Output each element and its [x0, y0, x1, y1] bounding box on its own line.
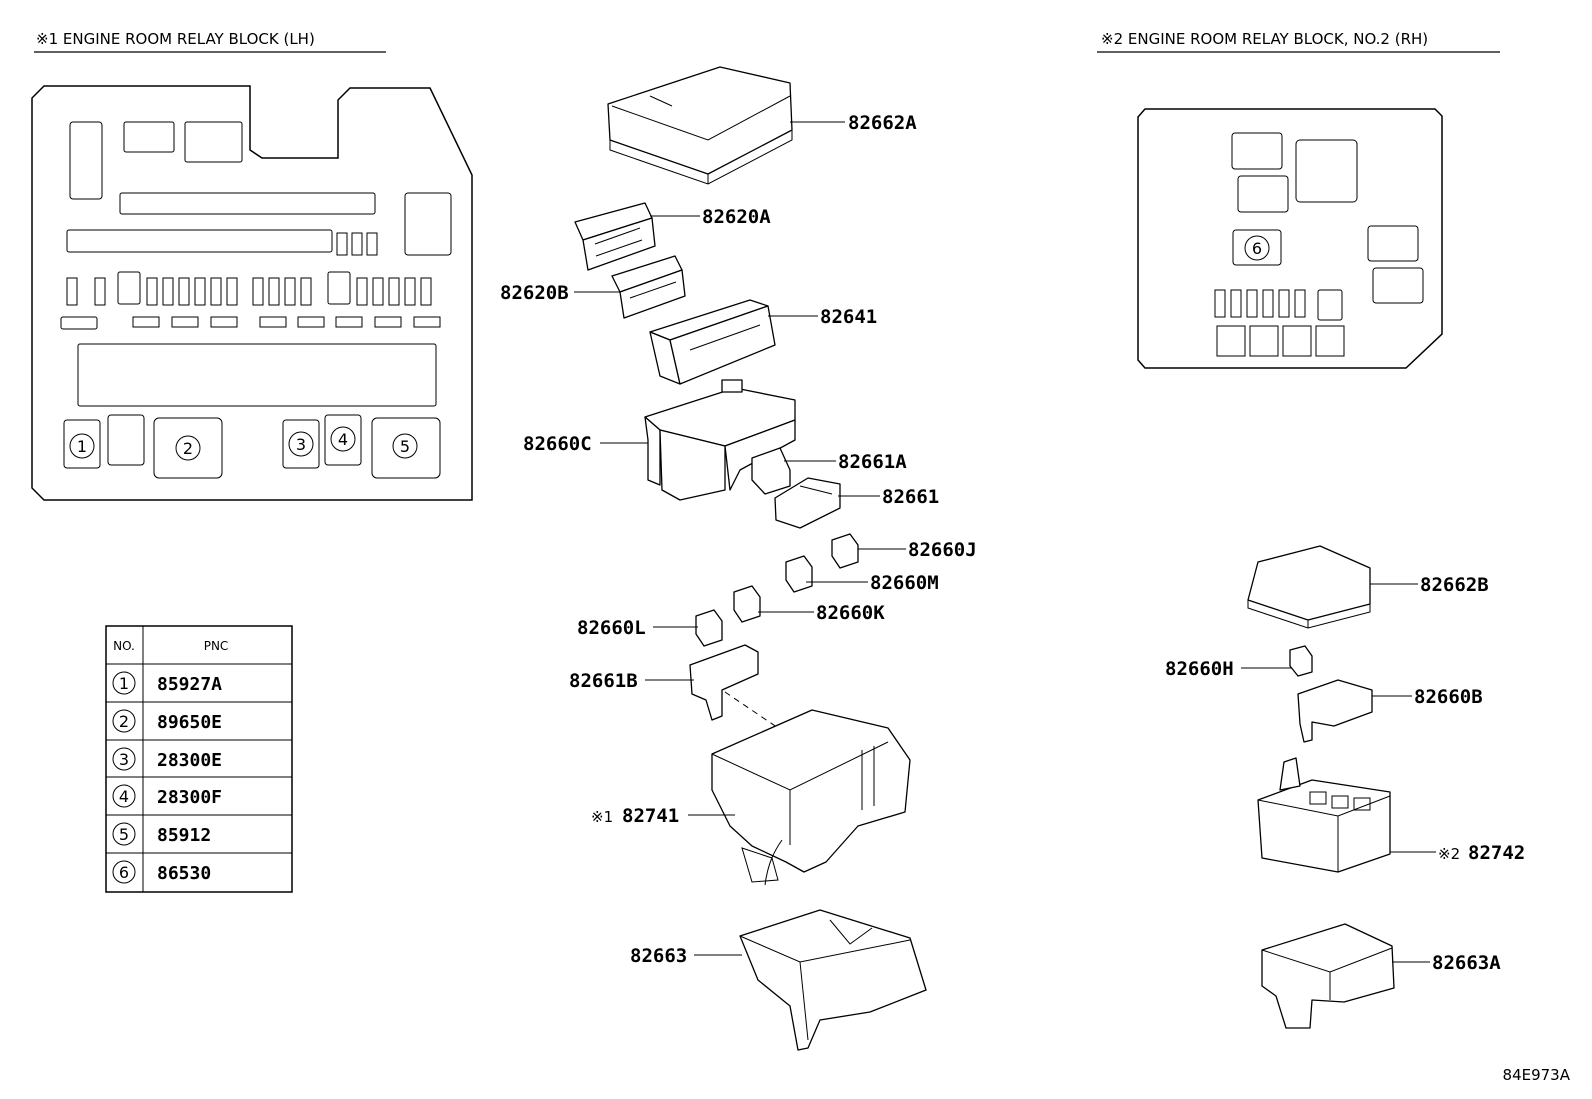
callout-label: 82660J: [908, 539, 977, 561]
callout-82620B: 82620B: [500, 282, 620, 304]
part-82662A-cover: [607, 66, 793, 185]
callout-82660B: 82660B: [1372, 686, 1483, 708]
callout-82661B: 82661B: [569, 670, 694, 692]
position-mark-5: 5: [400, 437, 410, 456]
callout-label: 82660B: [1414, 686, 1483, 708]
part-82661-retainer: [774, 477, 841, 529]
part-82742-housing: [1257, 757, 1391, 873]
part-82660B-frame: [1297, 679, 1373, 743]
callout-label: 82661B: [569, 670, 638, 692]
pnc-table: NO. PNC 1 85927A 2 89650E 3 28300E 4 283…: [105, 625, 293, 893]
table-row-no: 1: [119, 674, 129, 693]
part-82660J-relay: [831, 533, 859, 569]
callout-82741: ※1 82741: [591, 805, 735, 827]
callout-82620A: 82620A: [650, 206, 771, 228]
table-row: 5 85912: [112, 822, 211, 846]
callout-label: 82663A: [1432, 952, 1501, 974]
table-row: 6 86530: [112, 860, 211, 884]
callout-82660J: 82660J: [858, 539, 977, 561]
callout-label: 82661: [882, 486, 939, 508]
part-82660K-relay: [733, 585, 761, 623]
callout-label: 82741: [622, 805, 679, 827]
lh-relay-block-layout: 1 2 3 4 5: [31, 85, 473, 501]
callout-82660K: 82660K: [758, 602, 885, 624]
table-row-pnc: 85912: [157, 825, 211, 846]
callout-82660L: 82660L: [577, 617, 698, 639]
callout-label: 82660H: [1165, 658, 1234, 680]
part-82741-housing: [711, 709, 911, 886]
part-82620B-connector: [611, 255, 686, 319]
callout-82661: 82661: [838, 486, 939, 508]
callout-label: 82742: [1468, 842, 1525, 864]
table-header-no: NO.: [113, 639, 135, 653]
part-82660L-relay: [695, 609, 723, 647]
position-mark-4: 4: [338, 430, 348, 449]
table-row-pnc: 28300E: [157, 750, 222, 771]
callout-label: 82660L: [577, 617, 646, 639]
table-row-no: 6: [119, 863, 129, 882]
callout-label: 82641: [820, 306, 877, 328]
table-row-pnc: 86530: [157, 863, 211, 884]
callout-label: 82660K: [816, 602, 885, 624]
part-82660M-relay: [785, 555, 813, 593]
callout-label: 82662B: [1420, 574, 1489, 596]
figure-code: 84E973A: [1503, 1066, 1571, 1084]
table-row-no: 4: [119, 787, 129, 806]
table-row: 1 85927A: [112, 671, 222, 695]
callout-label: 82663: [630, 945, 687, 967]
callout-82742: ※2 82742: [1390, 842, 1525, 864]
rh-block-header: ※2 ENGINE ROOM RELAY BLOCK, NO.2 (RH): [1097, 30, 1500, 53]
part-82663A-lower-cover: [1261, 923, 1395, 1029]
callout-82662A: 82662A: [790, 112, 917, 134]
callout-82662B: 82662B: [1370, 574, 1489, 596]
callout-82663: 82663: [630, 945, 742, 967]
position-mark-1: 1: [77, 437, 87, 456]
part-82663-lower-cover: [739, 909, 927, 1051]
callout-label: 82620A: [702, 206, 771, 228]
table-row-pnc: 85927A: [157, 674, 222, 695]
callout-82660H: 82660H: [1165, 658, 1292, 680]
callout-label: 82660C: [523, 433, 592, 455]
callout-label: 82660M: [870, 572, 939, 594]
callout-label: 82662A: [848, 112, 917, 134]
callout-label: 82620B: [500, 282, 569, 304]
part-82661B-clip: [689, 644, 791, 737]
part-82620A-connector: [574, 202, 656, 271]
callout-mark: ※1: [591, 808, 613, 826]
rh-block-title: ※2 ENGINE ROOM RELAY BLOCK, NO.2 (RH): [1101, 30, 1428, 48]
callout-label: 82661A: [838, 451, 907, 473]
table-row: 3 28300E: [112, 747, 222, 771]
lh-block-title: ※1 ENGINE ROOM RELAY BLOCK (LH): [36, 30, 315, 48]
callout-82660M: 82660M: [806, 572, 939, 594]
table-row-no: 3: [119, 750, 129, 769]
part-82662B-cover: [1247, 545, 1371, 629]
table-row: 4 28300F: [112, 784, 222, 808]
callout-mark: ※2: [1438, 845, 1460, 863]
table-row: 2 89650E: [112, 709, 222, 733]
part-82660H-relay: [1289, 645, 1313, 677]
table-row-no: 2: [119, 712, 129, 731]
table-row-pnc: 89650E: [157, 712, 222, 733]
table-row-no: 5: [119, 825, 129, 844]
callout-82663A: 82663A: [1392, 952, 1501, 974]
callout-82660C: 82660C: [523, 433, 648, 455]
part-82641-fuse-block: [649, 299, 776, 385]
position-mark-3: 3: [296, 435, 306, 454]
callout-82661A: 82661A: [784, 451, 907, 473]
position-mark-2: 2: [183, 439, 193, 458]
table-row-pnc: 28300F: [157, 787, 222, 808]
position-mark-6: 6: [1252, 239, 1262, 258]
rh-relay-block-layout: 6: [1137, 108, 1443, 369]
table-header-pnc: PNC: [204, 639, 229, 653]
callout-82641: 82641: [768, 306, 877, 328]
lh-block-header: ※1 ENGINE ROOM RELAY BLOCK (LH): [34, 30, 386, 53]
part-82661A-clip: [751, 447, 791, 495]
